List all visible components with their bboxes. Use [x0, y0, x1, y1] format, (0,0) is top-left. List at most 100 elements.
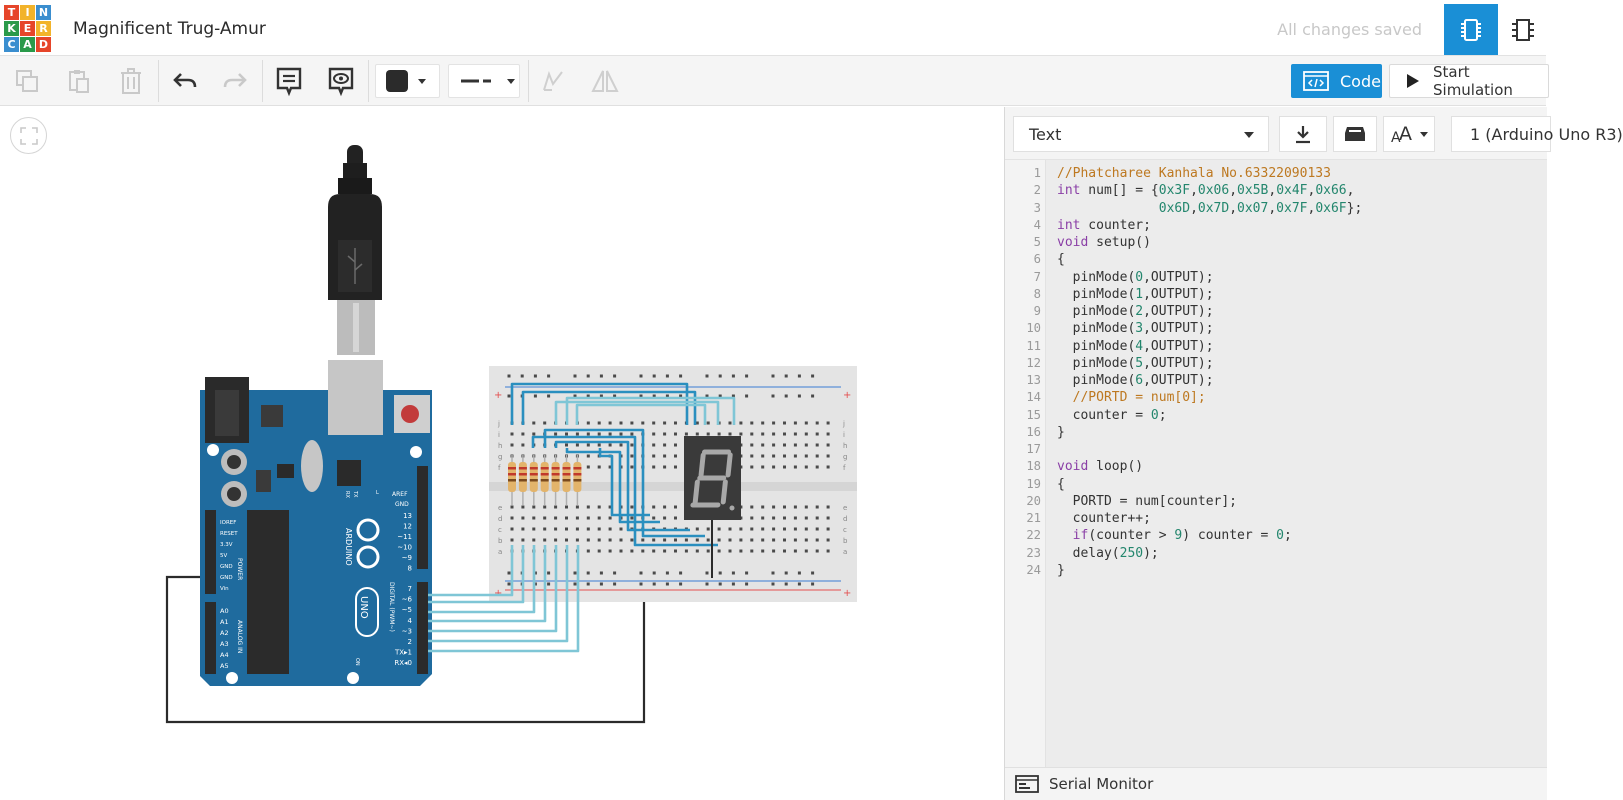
- row-letter: g: [843, 453, 847, 461]
- wire: [428, 545, 558, 633]
- breadboard-hole: [565, 505, 568, 509]
- breadboard-hole: [507, 582, 511, 586]
- pin-label: TX▸1: [394, 649, 412, 657]
- line-number: 2: [1033, 183, 1041, 198]
- breadboard-hole: [652, 538, 656, 542]
- flip-button[interactable]: [588, 64, 622, 98]
- breadboard-hole: [731, 571, 735, 575]
- breadboard-hole: [613, 571, 617, 575]
- pin-label: 8: [408, 565, 412, 573]
- code-mode-select[interactable]: Text: [1013, 116, 1269, 152]
- breadboard-hole: [608, 516, 612, 520]
- breadboard-hole: [599, 571, 603, 575]
- wire-color-dropdown[interactable]: [375, 64, 440, 98]
- breadboard-hole: [521, 432, 525, 436]
- libraries-button[interactable]: [1333, 116, 1377, 152]
- breadboard-hole: [575, 516, 579, 520]
- code-line: delay(250);: [1057, 545, 1159, 561]
- resistor-band: [529, 473, 538, 476]
- start-simulation-button[interactable]: Start Simulation: [1389, 63, 1549, 99]
- svg-text:A: A: [1391, 130, 1401, 146]
- line-number: 6: [1033, 252, 1041, 267]
- wire-type-icon: [461, 79, 491, 83]
- breadboard-hole: [543, 505, 547, 509]
- circuit-canvas[interactable]: ARDUINO UNO DIGITAL (PWM~) POWER ANALOG …: [0, 107, 1004, 800]
- schematic-view-button[interactable]: [1500, 4, 1546, 55]
- resistor-band: [573, 479, 582, 482]
- rotate-button[interactable]: [536, 64, 570, 98]
- arduino-uno-board[interactable]: ARDUINO UNO DIGITAL (PWM~) POWER ANALOG …: [200, 360, 432, 686]
- resistor-body: [573, 462, 582, 492]
- breadboard-hole: [575, 505, 579, 509]
- paste-button[interactable]: [62, 64, 96, 98]
- wire-type-dropdown[interactable]: [448, 64, 520, 98]
- toolbar-separator: [528, 60, 529, 102]
- toggle-notes-visibility-button[interactable]: [324, 64, 358, 98]
- usb-cable[interactable]: [328, 145, 382, 355]
- ground-wire[interactable]: [165, 575, 646, 724]
- rx-led-label: RX: [344, 491, 350, 498]
- zoom-to-fit-button[interactable]: [10, 117, 47, 154]
- breadboard-hole: [815, 421, 819, 425]
- breadboard-hole: [521, 527, 525, 531]
- breadboard-hole: [705, 374, 709, 378]
- code-button[interactable]: Code: [1291, 64, 1382, 98]
- breadboard-hole: [586, 527, 590, 531]
- breadboard-hole: [695, 421, 699, 425]
- breadboard-hole: [815, 465, 819, 469]
- breadboard-hole: [547, 394, 551, 398]
- breadboard-hole: [815, 516, 819, 520]
- copy-button[interactable]: [10, 64, 44, 98]
- breadboard-hole: [532, 505, 536, 509]
- breadboard-plus-label: +: [843, 588, 851, 599]
- breadboard-hole: [793, 432, 797, 436]
- device-select[interactable]: 1 (Arduino Uno R3): [1451, 116, 1623, 152]
- digital-pins-label: DIGITAL (PWM~): [388, 582, 395, 632]
- wire: [521, 390, 697, 425]
- breadboard-hole: [665, 582, 669, 586]
- breadboard-hole: [695, 527, 699, 531]
- usb-icon: [347, 248, 363, 284]
- redo-button[interactable]: [218, 64, 252, 98]
- breadboard-hole: [586, 538, 590, 542]
- download-code-button[interactable]: [1279, 116, 1327, 152]
- breadboard-hole: [586, 421, 590, 425]
- row-letter: h: [498, 442, 502, 450]
- project-title[interactable]: Magnificent Trug-Amur: [73, 19, 266, 39]
- logo-letter: N: [36, 5, 51, 20]
- breadboard-hole: [684, 432, 688, 436]
- seven-segment-display[interactable]: [684, 436, 741, 520]
- resistor-band: [551, 467, 560, 470]
- code-line: pinMode(6,OUTPUT);: [1057, 373, 1214, 388]
- breadboard-hole: [804, 516, 808, 520]
- wires: [428, 382, 736, 653]
- breadboard-hole: [630, 538, 634, 542]
- breadboard-hole: [597, 443, 601, 447]
- device-select-value: 1 (Arduino Uno R3): [1470, 124, 1623, 144]
- breadboard-hole: [784, 582, 788, 586]
- code-line: }: [1057, 562, 1065, 578]
- undo-button[interactable]: [168, 64, 202, 98]
- breadboard-hole: [532, 421, 536, 425]
- serial-monitor-bar[interactable]: Serial Monitor: [1005, 767, 1547, 800]
- notes-button[interactable]: [272, 64, 306, 98]
- circuit-view-button[interactable]: [1444, 4, 1498, 55]
- download-icon: [1296, 126, 1310, 144]
- breadboard-hole: [826, 421, 830, 425]
- resistor-band: [508, 473, 516, 476]
- breadboard-hole: [597, 505, 601, 509]
- breadboard-hole: [613, 582, 617, 586]
- pin-label: 3.3V: [220, 542, 233, 548]
- breadboard-hole: [826, 538, 830, 542]
- code-line: 0x6D,0x7D,0x07,0x7F,0x6F};: [1158, 200, 1363, 216]
- code-line: pinMode(1,OUTPUT);: [1057, 286, 1214, 302]
- breadboard-hole: [705, 571, 709, 575]
- breadboard-hole: [619, 421, 623, 425]
- delete-button[interactable]: [114, 64, 148, 98]
- breadboard-hole: [804, 465, 808, 469]
